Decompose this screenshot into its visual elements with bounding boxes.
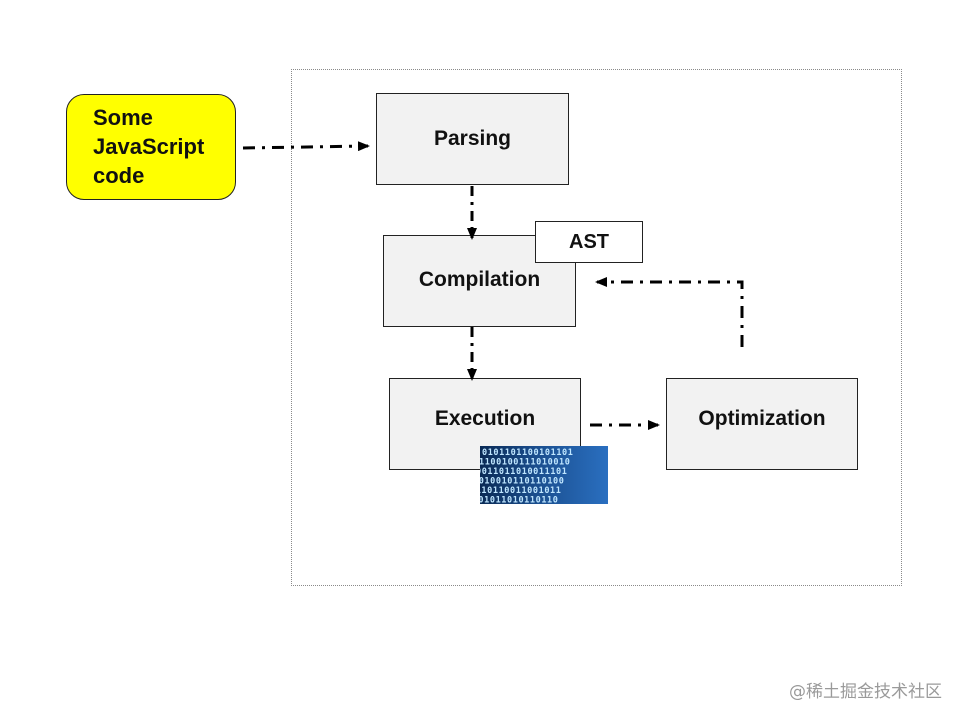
compilation-label: Compilation [418,268,541,291]
binary-digit-row: 0101101100101101 [482,448,573,458]
binary-digit-row: 1100100111010010 [480,458,570,468]
binary-digit-row: 1010010110110100 [480,477,564,487]
optimization-box: Optimization [666,378,858,470]
execution-label: Execution [434,407,536,430]
binary-digit-row: 0011011010011101 [480,467,567,477]
binary-digit-row: 1001011010110110 [480,496,558,505]
parsing-label: Parsing [433,127,512,150]
arrow-source-to-parsing [242,141,370,152]
binary-digit-row: 0110110011001011 [480,486,561,496]
arrow-optimization-to-compilation [595,277,744,347]
source-label-line: JavaScript [93,134,205,159]
watermark: @稀土掘金技术社区 [789,682,942,702]
optimization-label: Optimization [698,407,826,430]
ast-label: AST [569,230,609,253]
parsing-box: Parsing [376,93,569,185]
ast-box: AST [535,221,643,263]
source-label-line: Some [93,105,153,130]
engine-boundary [291,69,902,586]
source-label-line: code [93,163,145,188]
source-code-box: Some JavaScript code [66,94,236,200]
